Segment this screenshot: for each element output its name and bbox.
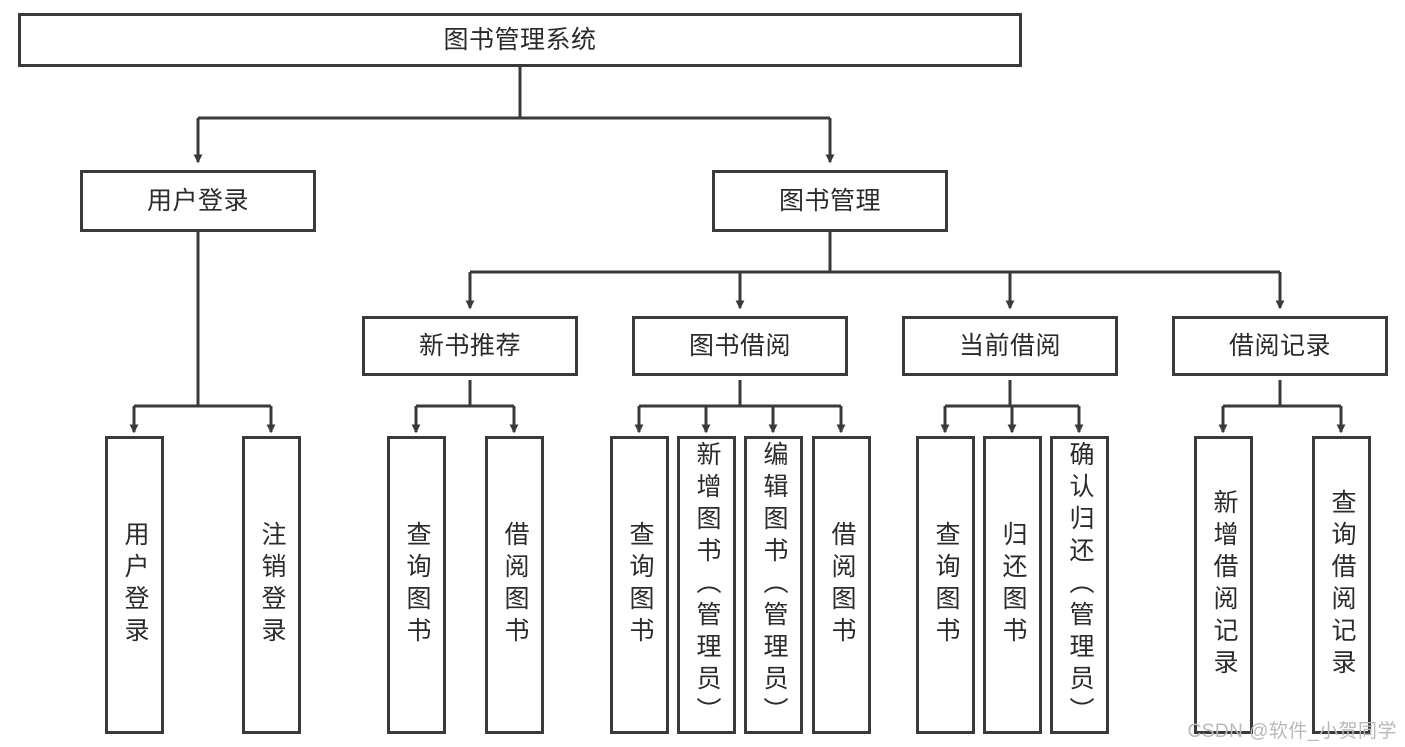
node-leaf-add-record[interactable]: 新增借阅记录 <box>1194 436 1253 734</box>
node-leaf-query-book-1[interactable]: 查询图书 <box>387 436 446 734</box>
node-leaf-query-record[interactable]: 查询借阅记录 <box>1312 436 1371 734</box>
node-book-borrow[interactable]: 图书借阅 <box>632 316 848 376</box>
node-leaf-confirm-return[interactable]: 确认归还（管理员） <box>1050 436 1109 734</box>
node-label: 查询图书 <box>403 521 431 649</box>
node-new-book-recommend[interactable]: 新书推荐 <box>362 316 578 376</box>
node-label: 用户登录 <box>121 521 149 649</box>
node-label: 当前借阅 <box>958 331 1061 360</box>
node-label: 确认归还（管理员） <box>1066 441 1094 729</box>
node-leaf-edit-book[interactable]: 编辑图书（管理员） <box>744 436 803 734</box>
node-label: 借阅图书 <box>501 521 529 649</box>
node-leaf-return-book[interactable]: 归还图书 <box>983 436 1042 734</box>
node-label: 图书管理 <box>778 186 881 215</box>
node-leaf-add-book[interactable]: 新增图书（管理员） <box>677 436 736 734</box>
node-root-book-management-system[interactable]: 图书管理系统 <box>18 13 1022 67</box>
node-user-login[interactable]: 用户登录 <box>80 170 316 232</box>
node-borrow-record[interactable]: 借阅记录 <box>1172 316 1388 376</box>
node-leaf-logout-login[interactable]: 注销登录 <box>242 436 301 734</box>
node-label: 查询图书 <box>626 521 654 649</box>
node-leaf-query-book-3[interactable]: 查询图书 <box>916 436 975 734</box>
node-label: 注销登录 <box>258 521 286 649</box>
node-label: 归还图书 <box>999 521 1027 649</box>
node-label: 新书推荐 <box>418 331 521 360</box>
node-label: 查询借阅记录 <box>1328 489 1356 681</box>
node-current-borrow[interactable]: 当前借阅 <box>902 316 1118 376</box>
node-leaf-borrow-book-1[interactable]: 借阅图书 <box>485 436 544 734</box>
node-label: 用户登录 <box>146 186 249 215</box>
node-label: 借阅图书 <box>828 521 856 649</box>
node-label: 新增借阅记录 <box>1210 489 1238 681</box>
csdn-watermark: CSDN @软件_小贺同学 <box>1187 721 1397 742</box>
node-label: 编辑图书（管理员） <box>760 441 788 729</box>
node-label: 新增图书（管理员） <box>693 441 721 729</box>
node-leaf-query-book-2[interactable]: 查询图书 <box>610 436 669 734</box>
node-label: 查询图书 <box>932 521 960 649</box>
node-label: 借阅记录 <box>1228 331 1331 360</box>
node-label: 图书借阅 <box>688 331 791 360</box>
node-label: 图书管理系统 <box>443 25 597 54</box>
node-leaf-borrow-book-2[interactable]: 借阅图书 <box>812 436 871 734</box>
node-book-management[interactable]: 图书管理 <box>712 170 948 232</box>
node-leaf-user-login[interactable]: 用户登录 <box>105 436 164 734</box>
